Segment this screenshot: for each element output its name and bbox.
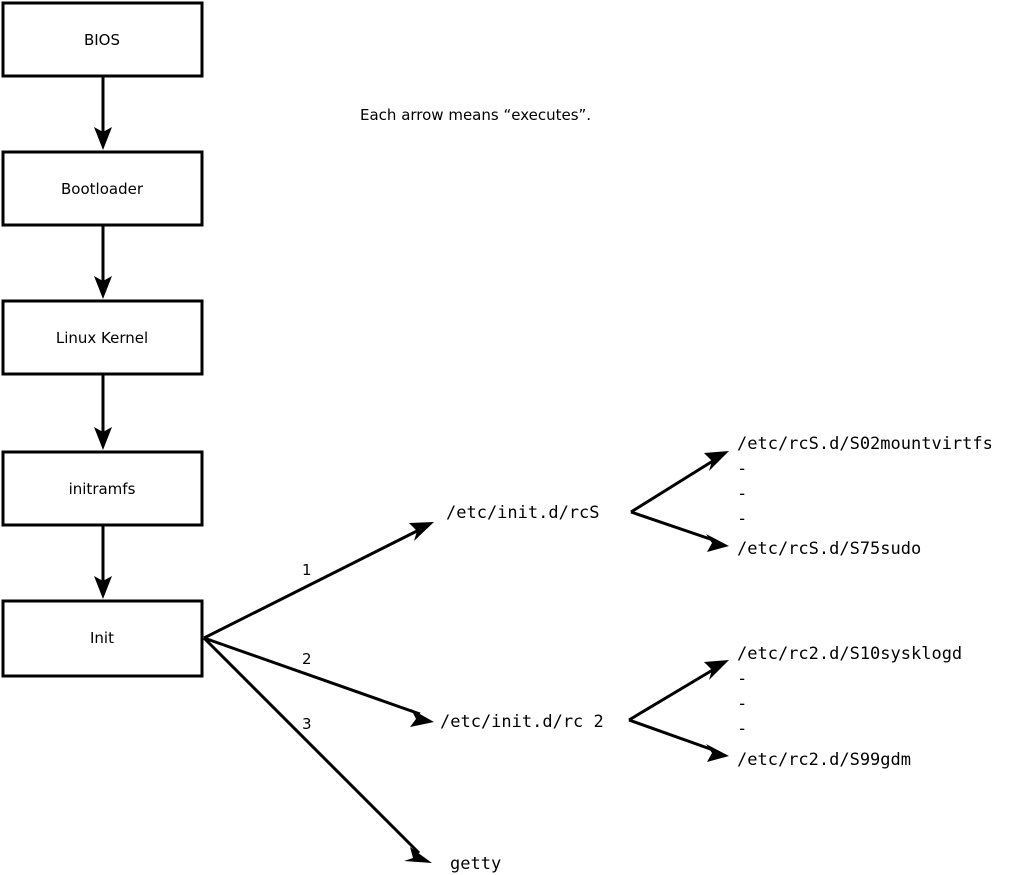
label-rcs-last-script: /etc/rcS.d/S75sudo [737, 539, 921, 559]
arrow-kernel-to-initramfs [94, 374, 112, 450]
node-kernel-label: Linux Kernel [56, 329, 148, 347]
arrow-rcs-to-last-script [630, 510, 729, 552]
rcs-ellipsis-dash-2: - [737, 484, 747, 504]
node-init-box [1, 599, 204, 678]
rcs-ellipsis-dash-1: - [737, 459, 747, 479]
edge-number-3: 3 [302, 715, 312, 733]
edge-number-1: 1 [302, 561, 312, 579]
arrow-rcs-to-first-script [630, 451, 729, 514]
arrow-initramfs-to-init [94, 525, 112, 599]
label-rc2-last-script: /etc/rc2.d/S99gdm [737, 750, 911, 770]
label-rc2-first-script: /etc/rc2.d/S10sysklogd [737, 644, 962, 664]
node-kernel[interactable]: Linux Kernel [1, 299, 204, 376]
arrow-rc2-to-last-script [628, 718, 729, 762]
arrow-bios-to-bootloader [94, 76, 112, 150]
node-init-label: Init [90, 629, 114, 647]
arrow-rc2-to-first-script [628, 660, 729, 722]
label-init-d-rc2: /etc/init.d/rc 2 [440, 712, 604, 732]
node-initramfs-label: initramfs [69, 480, 136, 498]
node-initramfs-box [1, 450, 204, 527]
node-bios[interactable]: BIOS [1, 1, 204, 78]
arrow-init-branch-3 [202, 636, 432, 863]
node-bootloader-box [1, 150, 204, 227]
node-bootloader[interactable]: Bootloader [1, 150, 204, 227]
node-bios-label: BIOS [84, 31, 120, 49]
rc2-ellipsis-dash-2: - [737, 694, 747, 714]
node-bios-box [1, 1, 204, 78]
arrow-bootloader-to-kernel [94, 225, 112, 299]
rc2-ellipsis-dash-3: - [737, 719, 747, 739]
arrow-init-branch-2 [203, 636, 434, 727]
label-rcs-first-script: /etc/rcS.d/S02mountvirtfs [737, 434, 993, 454]
label-getty: getty [450, 854, 501, 874]
label-init-d-rcs: /etc/init.d/rcS [446, 503, 600, 523]
arrow-init-branch-1 [203, 522, 434, 640]
node-initramfs[interactable]: initramfs [1, 450, 204, 527]
rcs-ellipsis-dash-3: - [737, 509, 747, 529]
node-init[interactable]: Init [1, 599, 204, 678]
node-bootloader-label: Bootloader [61, 180, 144, 198]
note-label: Each arrow means “executes”. [360, 106, 591, 124]
rc2-ellipsis-dash-1: - [737, 669, 747, 689]
edge-number-2: 2 [302, 650, 312, 668]
